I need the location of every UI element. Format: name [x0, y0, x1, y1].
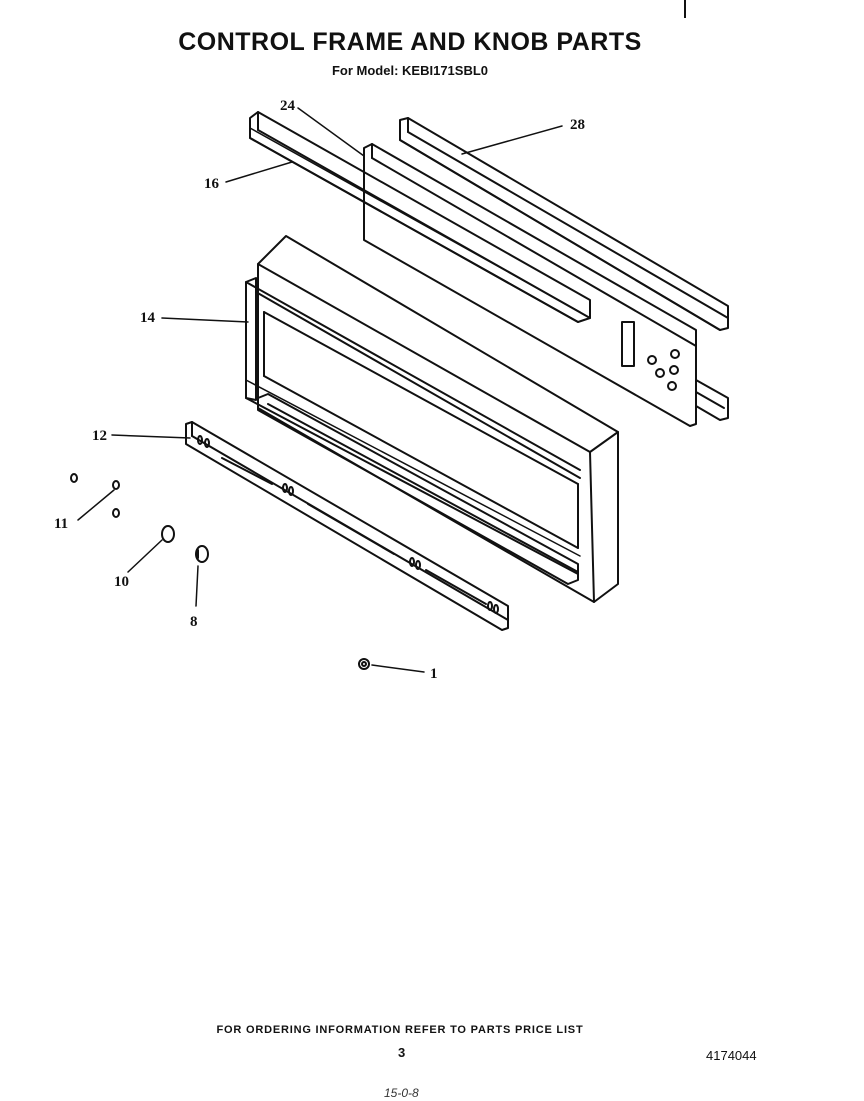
- part-12-bottom-trim: [185, 421, 509, 631]
- model-subtitle: For Model: KEBI171SBL0: [331, 63, 489, 78]
- part-10-knob: [161, 525, 175, 543]
- part-24-control-panel: [363, 143, 697, 427]
- part-16-trim-strip: [249, 111, 591, 323]
- page-number: 3: [398, 1045, 406, 1060]
- callout-14: 14: [140, 310, 156, 326]
- part-28-channel-strip: [399, 117, 729, 421]
- part-8-knob: [195, 545, 209, 563]
- document-number: 4174044: [706, 1048, 757, 1063]
- page-title: CONTROL FRAME AND KNOB PARTS: [178, 28, 642, 56]
- callout-11: 11: [54, 516, 68, 532]
- handwritten-note: 15-0-8: [384, 1086, 419, 1100]
- leader-lines: [77, 107, 563, 673]
- part-14-control-frame: [245, 235, 619, 603]
- callout-10: 10: [114, 574, 129, 590]
- callout-8: 8: [190, 614, 198, 630]
- callout-16: 16: [204, 176, 220, 192]
- callout-12: 12: [92, 428, 107, 444]
- callout-1: 1: [430, 666, 438, 682]
- part-11-screws: [70, 473, 120, 518]
- part-1-nut: [358, 658, 370, 670]
- corner-tick-mark: [684, 0, 686, 18]
- ordering-note: FOR ORDERING INFORMATION REFER TO PARTS …: [216, 1024, 584, 1036]
- callout-24: 24: [280, 98, 296, 114]
- callout-28: 28: [570, 117, 585, 133]
